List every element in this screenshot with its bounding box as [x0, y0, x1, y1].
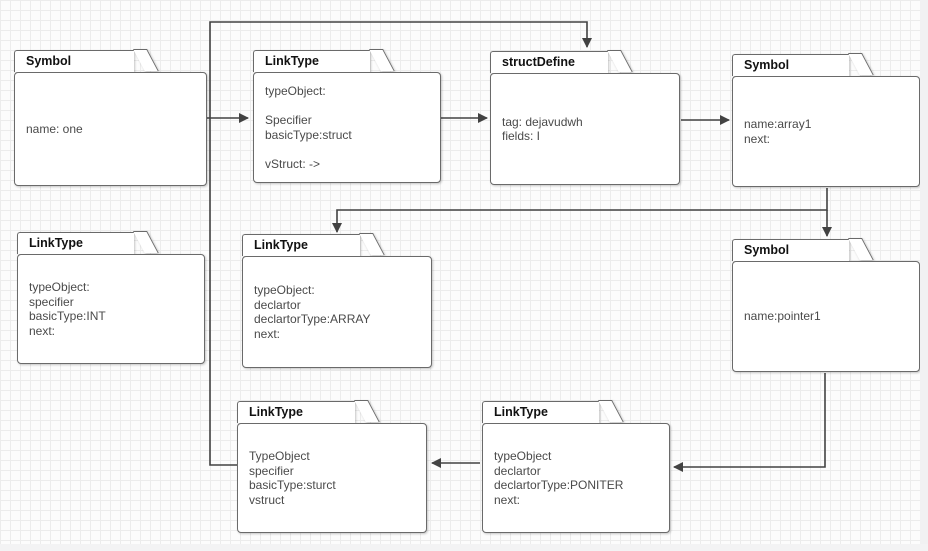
node-structdefine[interactable]: tag: dejavudwh fields: I structDefine — [490, 51, 680, 185]
node-title: Symbol — [26, 54, 72, 68]
node-text: typeObject declartor declartorType:PONIT… — [494, 449, 624, 507]
node-linktype-struct[interactable]: typeObject: Specifier basicType:struct v… — [253, 50, 441, 183]
node-title: Symbol — [744, 58, 790, 72]
node-text: typeObject: Specifier basicType:struct v… — [265, 84, 352, 171]
node-symbol-one[interactable]: name: one Symbol — [14, 50, 207, 186]
node-text: name: one — [26, 121, 83, 136]
node-body: typeObject: specifier basicType:INT next… — [17, 254, 205, 364]
node-tab: Symbol — [732, 54, 849, 76]
node-title: LinkType — [265, 54, 319, 68]
node-text: name:array1 next: — [744, 117, 812, 146]
node-tab: LinkType — [237, 401, 355, 423]
node-tab: LinkType — [482, 401, 599, 423]
node-body: name: one — [14, 72, 207, 186]
node-tab: LinkType — [17, 232, 134, 254]
canvas-edge-right — [920, 0, 928, 551]
node-body: typeObject: Specifier basicType:struct v… — [253, 72, 441, 183]
node-linktype-pointer[interactable]: typeObject declartor declartorType:PONIT… — [482, 401, 670, 533]
node-text: tag: dejavudwh fields: I — [502, 114, 583, 144]
node-title: structDefine — [502, 55, 575, 69]
node-body: name:array1 next: — [732, 76, 920, 187]
node-linktype-sturct[interactable]: TypeObject specifier basicType:sturct vs… — [237, 401, 427, 533]
node-text: typeObject: specifier basicType:INT next… — [29, 280, 106, 338]
node-tab: LinkType — [242, 234, 360, 256]
node-text: typeObject: declartor declartorType:ARRA… — [254, 283, 371, 341]
node-title: LinkType — [494, 405, 548, 419]
connector-symbolarray1-to-linktypearray[interactable] — [332, 188, 828, 233]
node-text: TypeObject specifier basicType:sturct vs… — [249, 449, 336, 507]
node-symbol-array1[interactable]: name:array1 next: Symbol — [732, 54, 920, 187]
node-body: typeObject declartor declartorType:PONIT… — [482, 423, 670, 533]
node-body: TypeObject specifier basicType:sturct vs… — [237, 423, 427, 533]
node-title: LinkType — [29, 236, 83, 250]
connector-symbolpointer1-to-linktypepointer[interactable] — [673, 373, 826, 472]
node-body: tag: dejavudwh fields: I — [490, 73, 680, 185]
node-symbol-pointer1[interactable]: name:pointer1 Symbol — [732, 239, 920, 372]
node-title: LinkType — [249, 405, 303, 419]
node-linktype-array[interactable]: typeObject: declartor declartorType:ARRA… — [242, 234, 432, 368]
canvas-edge-bottom — [0, 544, 928, 551]
node-body: name:pointer1 — [732, 261, 920, 372]
node-tab: structDefine — [490, 51, 608, 73]
node-tab: LinkType — [253, 50, 370, 72]
node-tab: Symbol — [732, 239, 849, 261]
node-title: Symbol — [744, 243, 790, 257]
connector-linktypesturct-to-structdefine[interactable] — [209, 21, 592, 466]
node-title: LinkType — [254, 238, 308, 252]
node-linktype-int[interactable]: typeObject: specifier basicType:INT next… — [17, 232, 205, 364]
node-body: typeObject: declartor declartorType:ARRA… — [242, 256, 432, 368]
node-text: name:pointer1 — [744, 309, 821, 324]
node-tab: Symbol — [14, 50, 134, 72]
